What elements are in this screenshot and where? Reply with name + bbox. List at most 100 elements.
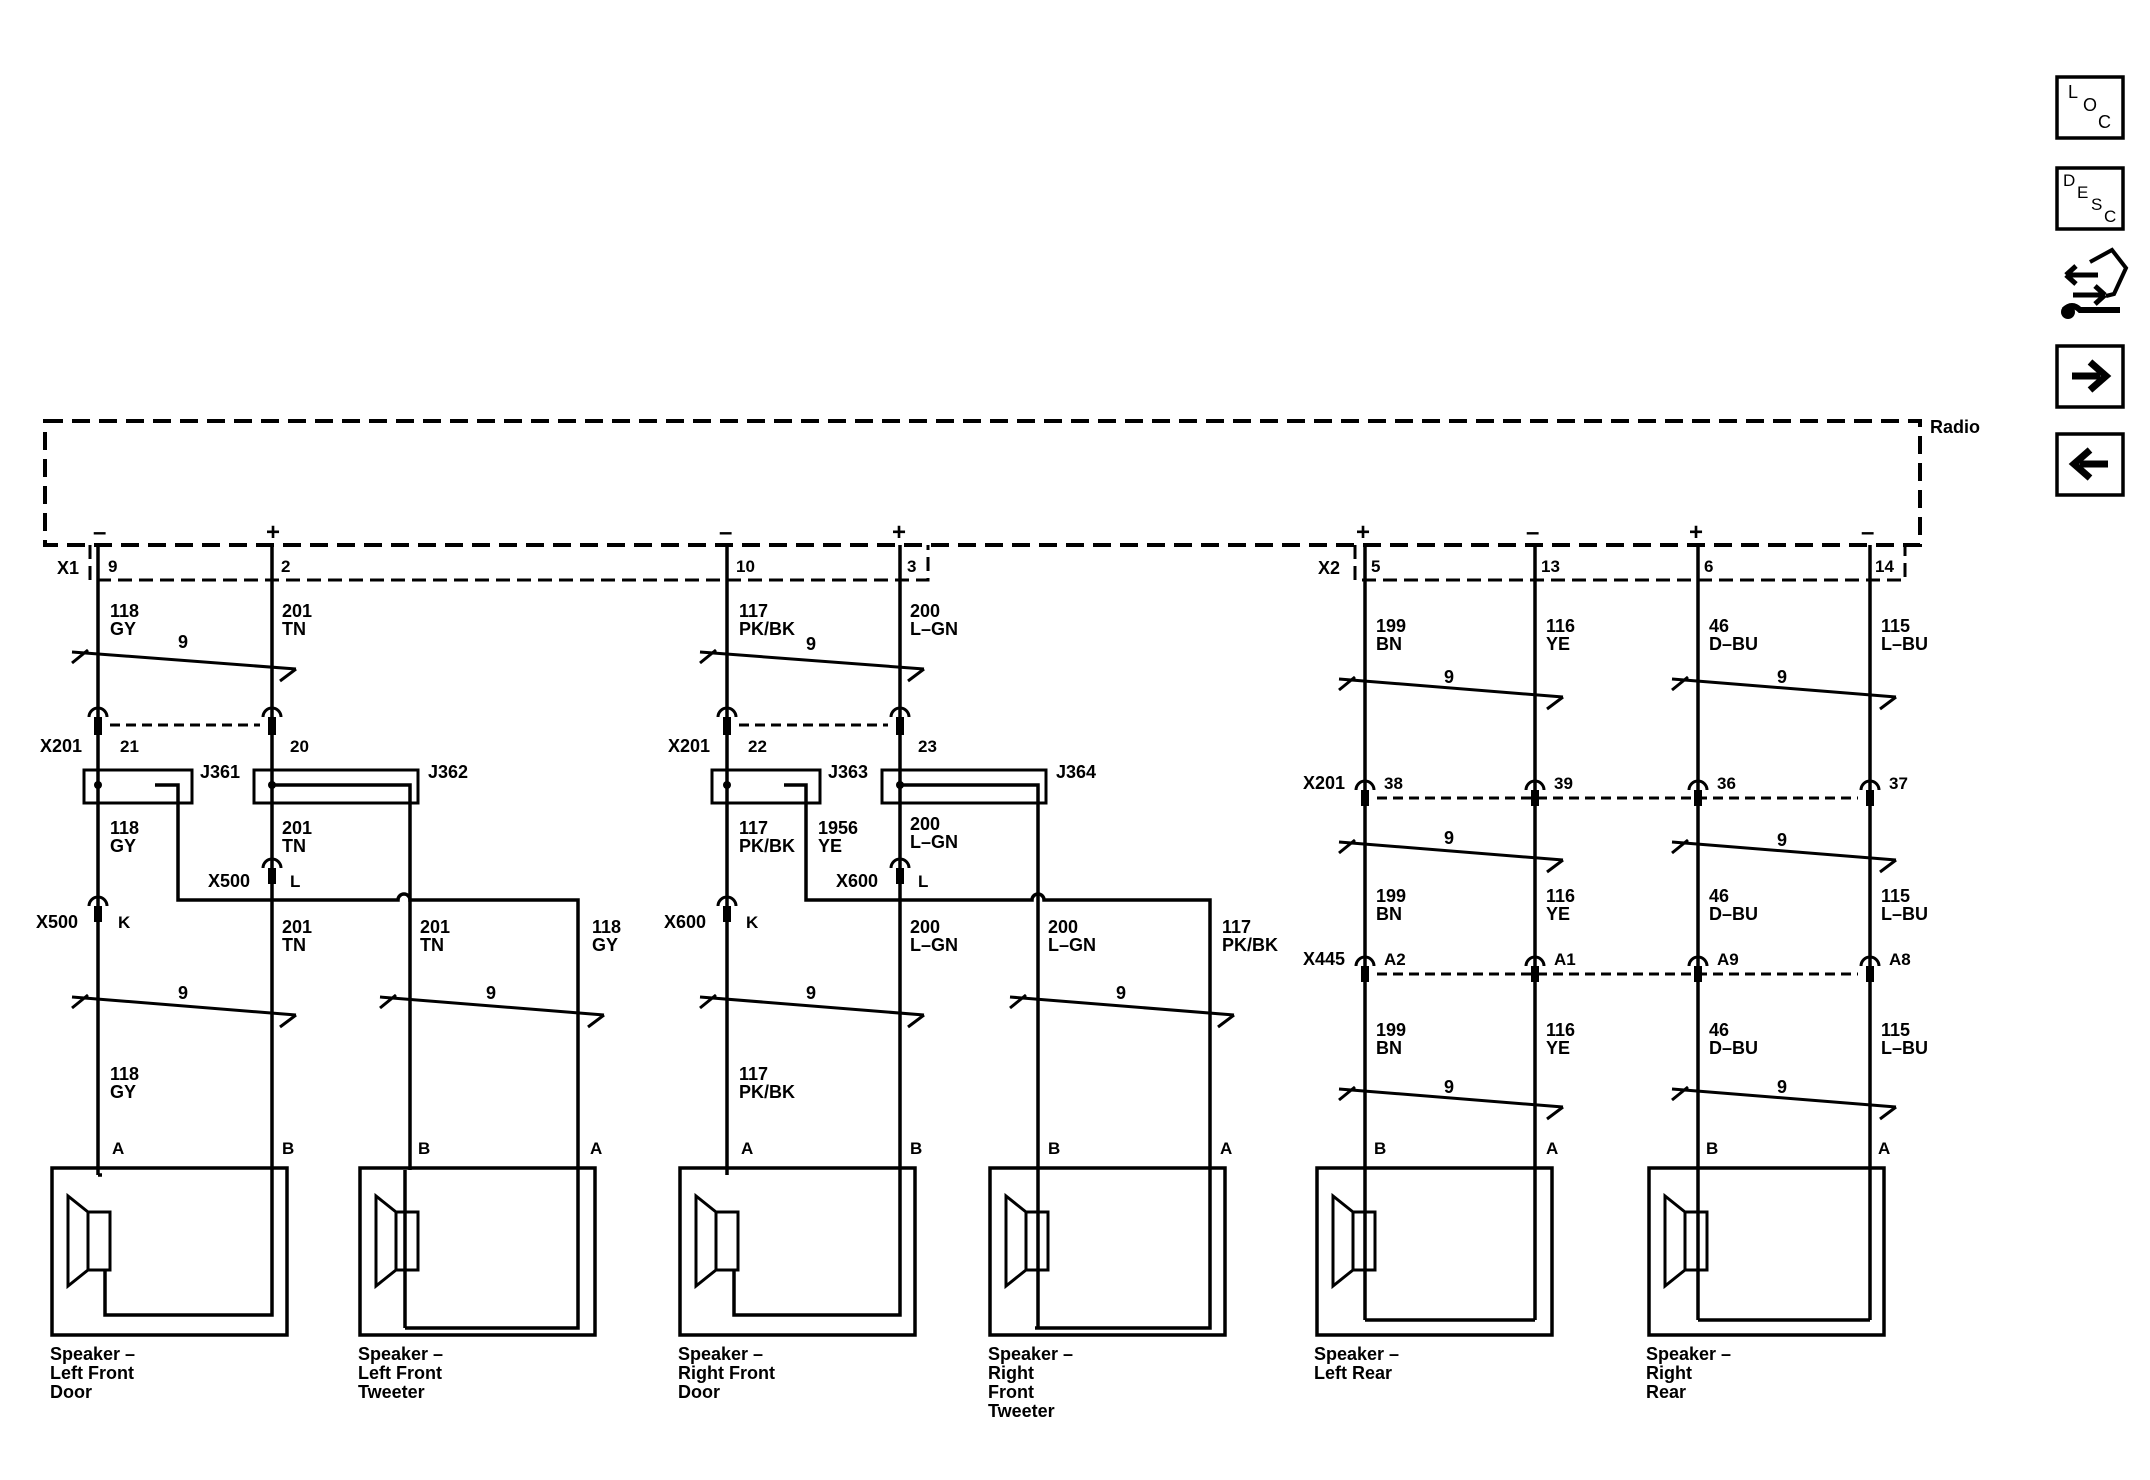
terminal-b: B xyxy=(282,1139,294,1158)
wire-circuit-118: 118 xyxy=(592,917,621,937)
speaker-left-front-door xyxy=(50,1166,289,1337)
pin-x445-a9: A9 xyxy=(1717,950,1739,969)
wire-200-lgn-splice xyxy=(900,783,1040,1328)
twist-label: 9 xyxy=(1444,667,1454,687)
wire-color-lbu: L–BU xyxy=(1881,634,1928,654)
terminal-a: A xyxy=(112,1139,124,1158)
wire-color-ye: YE xyxy=(1546,1038,1570,1058)
desc-letter: E xyxy=(2077,183,2088,202)
polarity-minus: – xyxy=(1526,519,1539,546)
rear-circuit: 9 9 9 9 9 9 X201 38 39 36 37 X445 A2 A1 … xyxy=(1303,545,1928,1402)
pin-x600-l: L xyxy=(918,872,928,891)
wire-color-dbu: D–BU xyxy=(1709,634,1758,654)
twist-label: 9 xyxy=(1777,830,1787,850)
wire-201-tn-splice xyxy=(272,783,412,1170)
wire-color-lgn: L–GN xyxy=(910,619,958,639)
speaker-caption: Right xyxy=(1646,1363,1692,1383)
wire-color-lbu: L–BU xyxy=(1881,1038,1928,1058)
pin-x201-22: 22 xyxy=(748,737,767,756)
polarity-minus: – xyxy=(93,519,106,546)
terminal-b: B xyxy=(1706,1139,1718,1158)
wire-color-lbu: L–BU xyxy=(1881,904,1928,924)
wire-color-tn: TN xyxy=(282,836,306,856)
splice-j362-label: J362 xyxy=(428,762,468,782)
desc-button[interactable]: D E S C xyxy=(2055,166,2125,231)
loc-button[interactable]: L O C xyxy=(2055,75,2125,140)
wire-color-bn: BN xyxy=(1376,634,1402,654)
wire-circuit-46: 46 xyxy=(1709,1020,1729,1040)
speaker-caption: Right Front xyxy=(678,1363,775,1383)
splice-j363 xyxy=(710,768,822,805)
speaker-caption: Speaker – xyxy=(988,1344,1073,1364)
wire-circuit-46: 46 xyxy=(1709,616,1729,636)
wire-circuit-199: 199 xyxy=(1376,886,1406,906)
speaker-caption: Tweeter xyxy=(358,1382,425,1402)
wire-circuit-118: 118 xyxy=(110,1064,139,1084)
splice-j362 xyxy=(252,768,420,805)
polarity-plus: + xyxy=(1689,519,1703,546)
connector-x600-label: X600 xyxy=(664,912,706,932)
speaker-caption: Left Front xyxy=(358,1363,442,1383)
wire-color-pkbk: PK/BK xyxy=(739,1082,795,1102)
wire-circuit-116: 116 xyxy=(1546,1020,1575,1040)
wire-color-pkbk: PK/BK xyxy=(1222,935,1278,955)
wire-color-gy: GY xyxy=(592,935,618,955)
polarity-minus: – xyxy=(719,519,732,546)
twist-label: 9 xyxy=(178,632,188,652)
wire-color-bn: BN xyxy=(1376,1038,1402,1058)
pin-x2-5: 5 xyxy=(1371,557,1380,576)
wire-circuit-118: 118 xyxy=(110,818,139,838)
wire-color-dbu: D–BU xyxy=(1709,1038,1758,1058)
twist-label: 9 xyxy=(1444,1077,1454,1097)
terminal-a: A xyxy=(590,1139,602,1158)
speaker-right-front-tweeter xyxy=(988,1166,1227,1337)
speaker-caption: Left Front xyxy=(50,1363,134,1383)
wire-circuit-116: 116 xyxy=(1546,616,1575,636)
pin-x500-l: L xyxy=(290,872,300,891)
desc-letter: S xyxy=(2091,195,2102,214)
terminal-a: A xyxy=(1546,1139,1558,1158)
pin-x2-6: 6 xyxy=(1704,557,1713,576)
terminal-b: B xyxy=(910,1139,922,1158)
wire-circuit-117: 117 xyxy=(739,818,768,838)
terminal-a: A xyxy=(1220,1139,1232,1158)
speaker-right-rear xyxy=(1647,1166,1886,1337)
arrow-right-icon[interactable] xyxy=(2055,344,2125,409)
radio-label: Radio xyxy=(1930,417,1980,437)
loc-letter: C xyxy=(2098,112,2111,132)
speaker-caption: Speaker – xyxy=(678,1344,763,1364)
connector-x500-label: X500 xyxy=(208,871,250,891)
speaker-left-rear xyxy=(1315,1166,1554,1337)
polarity-minus: – xyxy=(1861,519,1874,546)
wire-color-pkbk: PK/BK xyxy=(739,836,795,856)
splice-j361-label: J361 xyxy=(200,762,240,782)
twist-label: 9 xyxy=(1777,1077,1787,1097)
wire-circuit-115: 115 xyxy=(1881,616,1910,636)
connector-x600-label: X600 xyxy=(836,871,878,891)
pin-x1-10: 10 xyxy=(736,557,755,576)
splice-j364 xyxy=(880,768,1048,805)
wire-circuit-199: 199 xyxy=(1376,1020,1406,1040)
wire-circuit-117: 117 xyxy=(1222,917,1251,937)
pin-x500-k: K xyxy=(118,913,131,932)
wire-color-ye: YE xyxy=(1546,634,1570,654)
wire-color-lgn: L–GN xyxy=(910,832,958,852)
wire-color-gy: GY xyxy=(110,619,136,639)
pin-x445-a2: A2 xyxy=(1384,950,1406,969)
connector-x201-label: X201 xyxy=(40,736,82,756)
wire-color-tn: TN xyxy=(282,935,306,955)
speaker-caption: Speaker – xyxy=(1314,1344,1399,1364)
pin-x201-23: 23 xyxy=(918,737,937,756)
wire-circuit-201: 201 xyxy=(420,917,450,937)
connector-swap-icon[interactable] xyxy=(2061,247,2129,319)
speaker-caption: Front xyxy=(988,1382,1034,1402)
wire-circuit-115: 115 xyxy=(1881,886,1910,906)
pin-x600-k: K xyxy=(746,913,759,932)
speaker-caption: Left Rear xyxy=(1314,1363,1392,1383)
nav-buttons: L O C D E S C xyxy=(2055,75,2129,497)
connector-x445-label: X445 xyxy=(1303,949,1345,969)
arrow-left-icon[interactable] xyxy=(2055,432,2125,497)
wire-color-ye: YE xyxy=(1546,904,1570,924)
wire-color-bn: BN xyxy=(1376,904,1402,924)
